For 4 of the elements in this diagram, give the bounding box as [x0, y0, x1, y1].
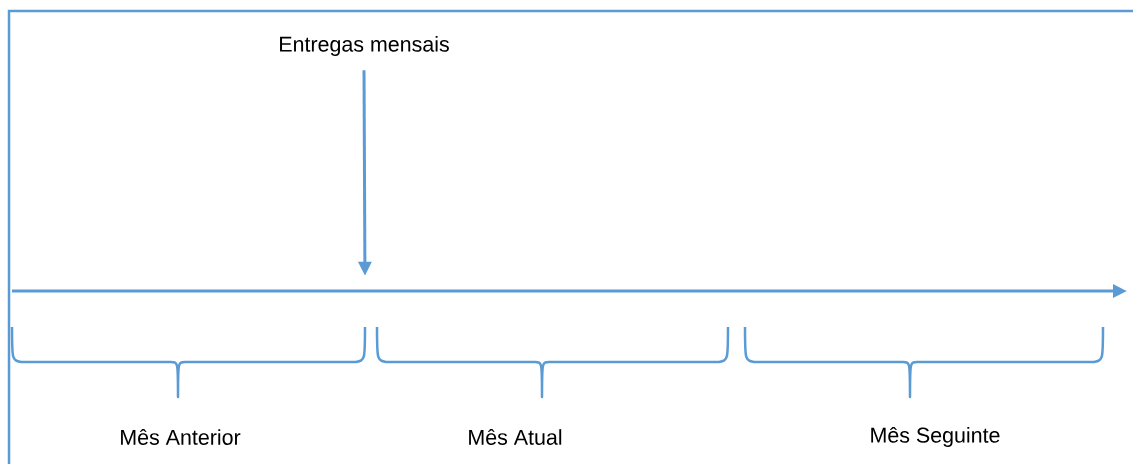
period-label: Mês Atual [469, 429, 562, 445]
period-label: Mês Seguinte [871, 426, 1000, 447]
period-label: Mês Anterior [121, 429, 241, 445]
text-label: Entregas mensais [280, 36, 449, 56]
